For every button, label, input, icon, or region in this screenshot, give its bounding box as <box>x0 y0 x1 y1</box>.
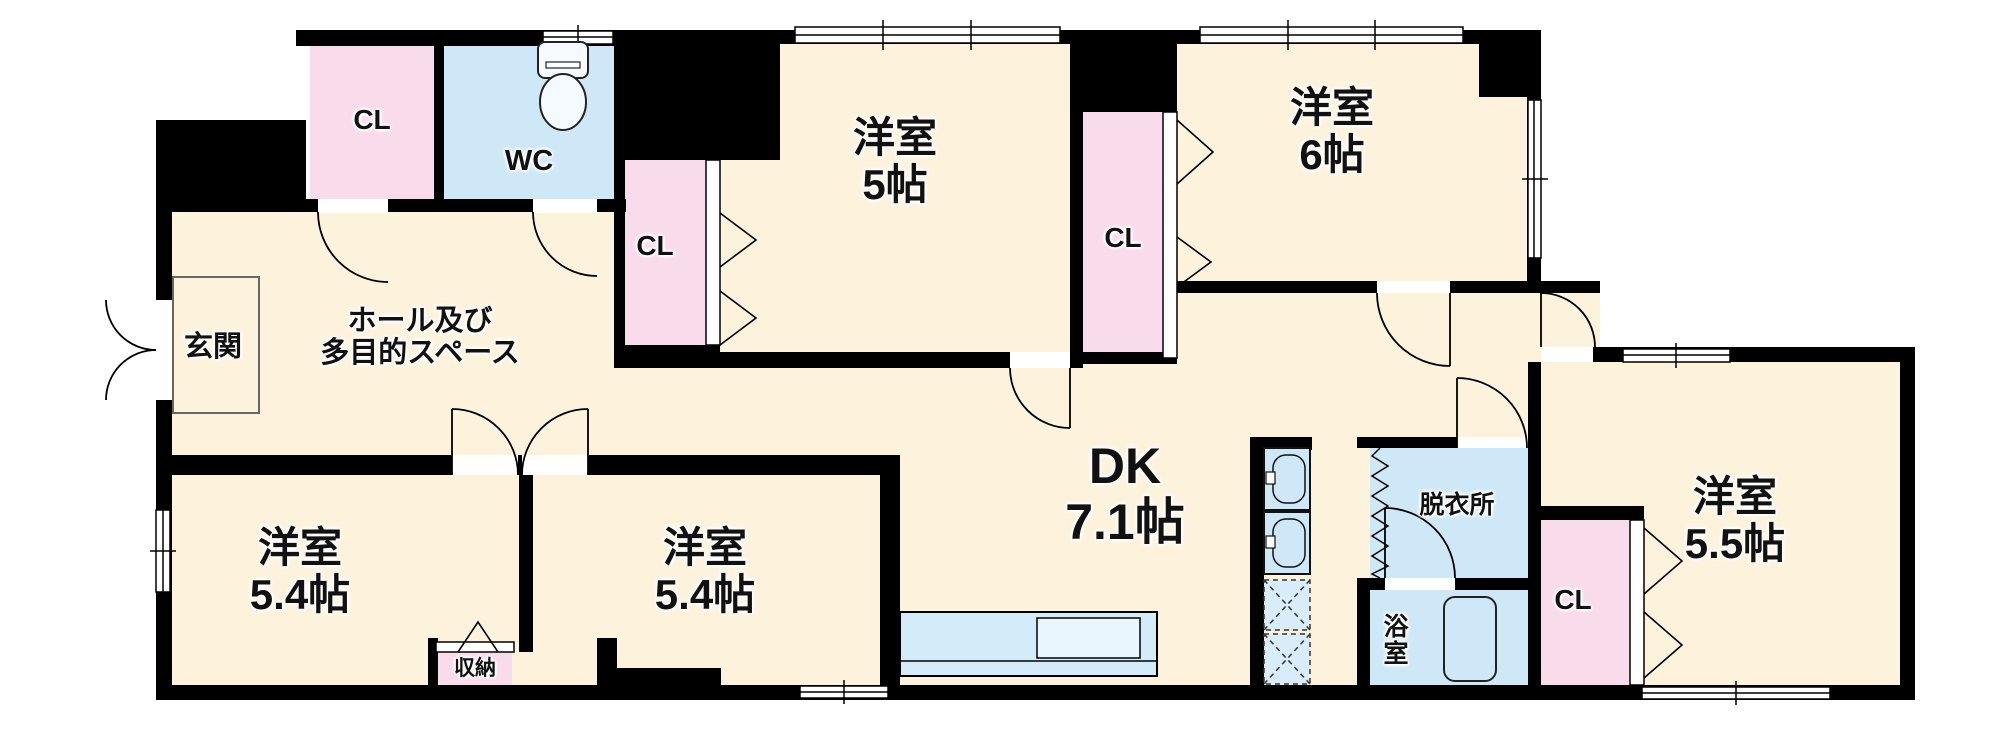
closet-door-strip <box>435 111 1645 686</box>
storage-floor <box>438 652 512 685</box>
wall-segment <box>434 44 444 201</box>
folding-door-icon <box>457 119 1684 679</box>
label-bathroom: 浴室 <box>1380 613 1408 667</box>
label-closet4: CL <box>1554 584 1592 616</box>
wall-segment <box>156 685 1915 700</box>
wall-segment <box>156 120 306 212</box>
closet2-floor <box>625 160 706 345</box>
room6-floor <box>1177 44 1527 283</box>
label-closet2: CL <box>636 230 674 262</box>
wall-segment <box>614 30 780 160</box>
label-storage: 収納 <box>454 656 496 680</box>
wall-segment <box>625 345 720 368</box>
window <box>150 20 1831 705</box>
wall-segment <box>519 475 533 652</box>
wall-segment <box>1357 578 1370 690</box>
bath-floor <box>1370 590 1528 685</box>
wall-segment <box>1070 30 1177 112</box>
wall-segment <box>614 150 625 368</box>
wall-segment <box>1250 437 1264 685</box>
label-closet1: CL <box>353 104 391 136</box>
closet1-floor <box>310 44 434 201</box>
wall-segment <box>706 352 1010 368</box>
door-arc <box>105 211 1596 579</box>
wall-segment <box>1900 347 1915 700</box>
wall-segment <box>428 638 438 688</box>
label-genkan: 玄関 <box>183 330 242 363</box>
closet4-floor <box>1541 520 1630 685</box>
accordion-door-icon <box>1370 447 1390 579</box>
wall-segment <box>1083 352 1177 364</box>
wall-segment <box>1250 437 1312 450</box>
genkan-step <box>172 276 260 414</box>
dressing-floor <box>1370 447 1528 578</box>
label-closet3: CL <box>1104 222 1142 254</box>
label-hall: ホール及び多目的スペース <box>320 304 520 369</box>
label-wc: WC <box>504 144 554 177</box>
wall-segment <box>1070 30 1083 368</box>
wall-segment <box>1528 362 1541 700</box>
wall-segment <box>597 668 721 685</box>
door-opening <box>156 199 1593 590</box>
kitchen-counter-icon <box>899 611 1158 677</box>
bathtub-icon <box>1443 596 1497 682</box>
toilet-icon <box>537 41 589 131</box>
appliance-space-icon <box>1263 579 1311 685</box>
closet3-floor <box>1083 112 1163 358</box>
wall-segment <box>880 455 900 697</box>
wall-segment <box>1357 437 1541 448</box>
label-dressing: 脱衣所 <box>1419 491 1495 519</box>
wall-segment <box>296 30 622 46</box>
wall-segment <box>1528 506 1644 520</box>
washbasin-icon <box>1263 447 1311 575</box>
